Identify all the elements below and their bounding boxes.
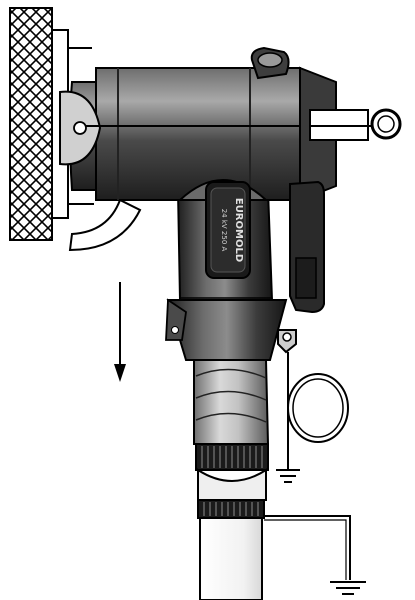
rating-label: EUROMOLD 24 kV 250 A <box>205 181 251 279</box>
pull-direction-arrow <box>114 282 126 382</box>
capacitive-test-point <box>289 180 325 314</box>
earth-symbol <box>330 581 366 595</box>
test-point-cap <box>250 46 290 80</box>
earth-symbol-upper <box>276 469 300 483</box>
rating-text: 24 kV 250 A <box>220 209 228 252</box>
earth-lug <box>277 329 297 470</box>
operating-arc <box>68 198 142 252</box>
cable-tape <box>193 359 270 445</box>
cable-screen-wire-mesh <box>195 443 269 519</box>
left-ear <box>165 298 187 341</box>
brand-label: EUROMOLD <box>233 198 244 262</box>
bushing-interface <box>59 90 300 166</box>
earth-wire <box>264 515 351 580</box>
elbow-housing <box>69 66 337 202</box>
pulling-eye <box>309 108 402 141</box>
earth-wire-coil <box>287 373 349 443</box>
